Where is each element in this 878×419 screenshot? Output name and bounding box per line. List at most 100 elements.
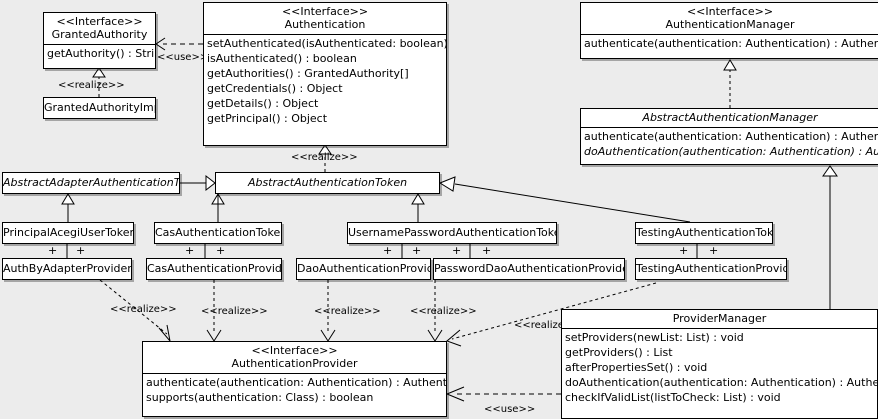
class-name-dao-authentication-provider: DaoAuthenticationProvider [297,262,431,275]
class-header-granted-authority: <<Interface>>GrantedAuthority [44,13,155,44]
edge-label-use-provider-manager: <<use>> [484,404,536,415]
class-name-abstract-adapter-authentication-token: AbstractAdapterAuthenticationToken [3,176,180,189]
class-box-abstract-authentication-token[interactable]: AbstractAuthenticationToken [215,172,440,194]
class-name-cas-authentication-provider: CasAuthenticationProvider [147,262,282,275]
class-name-password-dao-authentication-provider: PasswordDaoAuthenticationProvider [434,262,625,275]
class-header-abstract-authentication-manager: AbstractAuthenticationManager [581,109,878,127]
class-box-cas-authentication-provider[interactable]: CasAuthenticationProvider [146,258,282,280]
class-header-authentication-provider: <<Interface>>AuthenticationProvider [143,342,446,373]
class-name-authentication: Authentication [284,18,366,31]
class-header-authentication: <<Interface>>Authentication [204,3,446,34]
edge-label-realize-dao-provider: <<realize>> [314,306,381,317]
class-methods-authentication: setAuthenticated(isAuthenticated: boolea… [204,35,446,127]
class-box-principal-acegi-user-token[interactable]: PrincipalAcegiUserToken [2,222,134,244]
class-header-authentication-manager: <<Interface>>AuthenticationManager [581,3,878,34]
edge-label-realize-granted-authority-impl: <<realize>> [58,80,125,91]
class-stereotype-authentication-provider: <<Interface>> [251,344,338,357]
class-box-provider-manager[interactable]: ProviderManager setProviders(newList: Lis… [561,309,878,419]
multiplicity-marker-mult-principal-2: + [76,244,86,257]
class-box-password-dao-authentication-provider[interactable]: PasswordDaoAuthenticationProvider [433,258,625,280]
edge-testing-token-extends-abstract-authentication-token [438,176,691,223]
class-name-authentication-provider: AuthenticationProvider [231,357,358,370]
edge-provider-manager-extends-abstract-authentication-manager [822,165,838,309]
class-separator-abstract-authentication-manager [581,127,878,128]
class-box-authentication[interactable]: <<Interface>>Authentication setAuthentica… [203,2,447,146]
class-box-testing-authentication-token[interactable]: TestingAuthenticationToken [635,222,773,244]
class-box-auth-by-adapter-provider[interactable]: AuthByAdapterProvider [2,258,132,280]
class-method: supports(authentication: Class) : boolea… [146,391,374,404]
class-methods-authentication-manager: authenticate(authentication: Authenticat… [581,35,878,52]
class-method: getProviders() : List [565,346,673,359]
edge-username-password-token-extends-abstract-authentication-token [411,193,425,222]
class-method: authenticate(authentication: Authenticat… [146,376,447,389]
class-box-authentication-provider[interactable]: <<Interface>>AuthenticationProvider authe… [142,341,447,417]
class-method: doAuthentication(authentication: Authent… [584,145,878,158]
class-name-cas-authentication-token: CasAuthenticationToken [155,226,282,239]
class-name-testing-authentication-provider: TestingAuthenticationProvider [636,262,787,275]
class-name-abstract-authentication-token: AbstractAuthenticationToken [247,176,408,189]
multiplicity-marker-mult-upat-4: + [482,244,492,257]
class-method: doAuthentication(authentication: Authent… [565,376,878,389]
class-method: getPrincipal() : Object [207,112,328,125]
class-method: getAuthority() : String [47,47,156,60]
class-method: getCredentials() : Object [207,82,343,95]
edge-principal-acegi-user-token-extends-abstract-adapter-token [61,193,75,222]
class-box-abstract-authentication-manager[interactable]: AbstractAuthenticationManager authenticat… [580,108,878,165]
edge-provider-manager-uses-authentication-provider [445,386,561,402]
class-stereotype-authentication: <<Interface>> [281,5,369,18]
edge-abstract-auth-manager-realizes-authentication-manager [723,59,737,108]
class-methods-provider-manager: setProviders(newList: List) : void getPro… [562,329,877,406]
class-method: setAuthenticated(isAuthenticated: boolea… [207,37,447,50]
multiplicity-marker-mult-cas-2: + [216,244,226,257]
class-method: authenticate(authentication: Authenticat… [584,37,878,50]
class-name-testing-authentication-token: TestingAuthenticationToken [636,226,773,239]
class-box-authentication-manager[interactable]: <<Interface>>AuthenticationManager authen… [580,2,878,59]
multiplicity-marker-mult-testing-1: + [679,244,689,257]
class-separator-authentication [204,34,446,35]
edge-label-realize-password-dao-provider: <<realize>> [410,306,477,317]
class-separator-granted-authority [44,44,155,45]
class-method: afterPropertiesSet() : void [565,361,708,374]
class-separator-authentication-provider [143,373,446,374]
multiplicity-marker-mult-upat-3: + [452,244,462,257]
class-name-auth-by-adapter-provider: AuthByAdapterProvider [3,262,132,275]
class-box-granted-authority[interactable]: <<Interface>>GrantedAuthority getAuthorit… [43,12,156,69]
class-header-provider-manager: ProviderManager [562,310,877,328]
edge-label-realize-abstract-authentication-token: <<realize>> [291,152,358,163]
class-methods-abstract-authentication-manager: authenticate(authentication: Authenticat… [581,128,878,160]
class-method: getAuthorities() : GrantedAuthority[] [207,67,409,80]
class-name-abstract-authentication-manager: AbstractAuthenticationManager [642,111,818,124]
class-box-cas-authentication-token[interactable]: CasAuthenticationToken [154,222,282,244]
class-name-principal-acegi-user-token: PrincipalAcegiUserToken [3,226,134,239]
class-name-username-password-authentication-token: UsernamePasswordAuthenticationToken [348,226,557,239]
edge-label-realize-cas-provider: <<realize>> [201,306,268,317]
class-name-granted-authority-impl: GrantedAuthorityImpl [44,101,156,114]
class-box-abstract-adapter-authentication-token[interactable]: AbstractAdapterAuthenticationToken [2,172,180,194]
class-name-provider-manager: ProviderManager [672,312,767,325]
edge-label-use-granted-authority: <<use>> [157,52,209,63]
class-box-username-password-authentication-token[interactable]: UsernamePasswordAuthenticationToken [347,222,557,244]
class-stereotype-authentication-manager: <<Interface>> [686,5,774,18]
multiplicity-marker-mult-upat-2: + [412,244,422,257]
class-separator-authentication-manager [581,34,878,35]
multiplicity-marker-mult-principal-1: + [48,244,58,257]
class-methods-authentication-provider: authenticate(authentication: Authenticat… [143,374,446,406]
class-methods-granted-authority: getAuthority() : String [44,45,155,62]
multiplicity-marker-mult-upat-1: + [383,244,393,257]
edge-authentication-uses-granted-authority [155,37,203,51]
class-stereotype-granted-authority: <<Interface>> [56,15,143,28]
edge-abstract-adapter-token-extends-abstract-authentication-token [180,174,216,192]
multiplicity-marker-mult-cas-1: + [185,244,195,257]
class-box-testing-authentication-provider[interactable]: TestingAuthenticationProvider [635,258,787,280]
class-method: setProviders(newList: List) : void [565,331,744,344]
class-box-dao-authentication-provider[interactable]: DaoAuthenticationProvider [296,258,431,280]
multiplicity-marker-mult-testing-2: + [709,244,719,257]
class-box-granted-authority-impl[interactable]: GrantedAuthorityImpl [43,97,156,119]
class-method: getDetails() : Object [207,97,319,110]
class-separator-provider-manager [562,328,877,329]
class-name-granted-authority: GrantedAuthority [51,28,148,41]
class-method: isAuthenticated() : boolean [207,52,357,65]
class-method: checkIfValidList(listToCheck: List) : vo… [565,391,781,404]
class-name-authentication-manager: AuthenticationManager [665,18,795,31]
